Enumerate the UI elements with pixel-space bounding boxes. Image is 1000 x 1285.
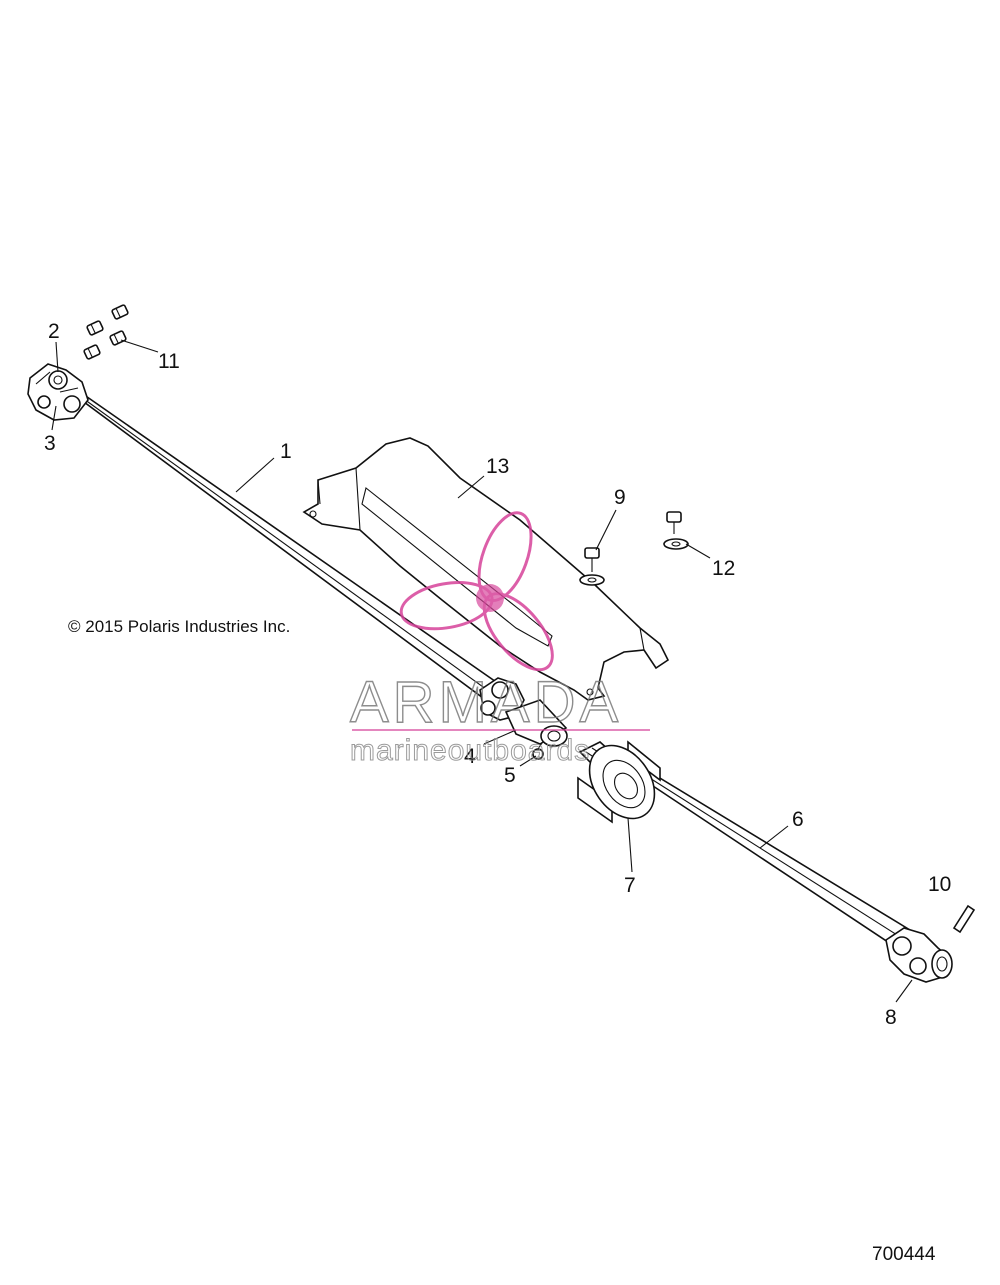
- bolt-12: [663, 511, 689, 550]
- watermark-tagline: marineoutboards: [350, 734, 590, 767]
- callout-12: 12: [712, 557, 735, 580]
- propeller-logo: [399, 511, 554, 672]
- roll-pin: [952, 904, 976, 934]
- watermark-brand: ARMADA: [350, 670, 622, 735]
- callout-labels: 1 2 3 4 5 6 7 8 9 10 11 12 13: [44, 320, 951, 1029]
- callout-1: 1: [280, 440, 292, 463]
- center-u-joint: [479, 677, 568, 747]
- callout-5: 5: [504, 764, 516, 787]
- bolt-9: [579, 547, 605, 586]
- callout-9: 9: [614, 486, 626, 509]
- callout-4: 4: [464, 745, 476, 768]
- callout-13: 13: [486, 455, 509, 478]
- heat-shield: [302, 437, 670, 701]
- rear-u-joint: [885, 927, 953, 983]
- leader-lines: [51, 339, 913, 1003]
- watermark: ARMADA marineoutboards: [349, 511, 650, 768]
- carrier-bearing: [577, 740, 661, 824]
- callout-7: 7: [624, 874, 636, 897]
- callout-8: 8: [885, 1006, 897, 1029]
- callout-3: 3: [44, 432, 56, 455]
- bolt-group-11: [83, 304, 129, 360]
- front-u-joint: [27, 363, 89, 421]
- copyright-text: © 2015 Polaris Industries Inc.: [68, 617, 290, 636]
- callout-11: 11: [158, 350, 180, 373]
- callout-2: 2: [48, 320, 60, 343]
- callout-6: 6: [792, 808, 804, 831]
- callout-10: 10: [928, 873, 951, 896]
- diagram-id: 700444: [872, 1244, 936, 1265]
